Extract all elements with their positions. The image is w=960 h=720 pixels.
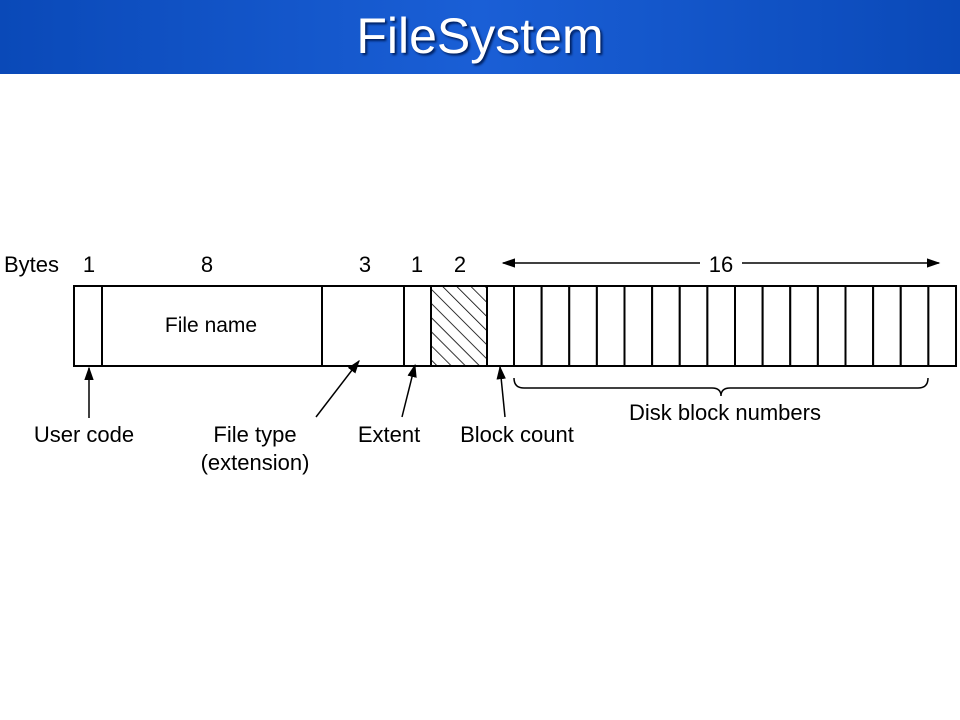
extent-arrow xyxy=(401,363,417,418)
title-bar xyxy=(0,0,960,74)
field-file-type xyxy=(321,285,405,367)
disk-block-cell xyxy=(623,285,654,367)
field-extent xyxy=(403,285,432,367)
size-label-extent: 1 xyxy=(411,252,423,277)
size-label-user-code: 1 xyxy=(83,252,95,277)
size-label-file-type: 3 xyxy=(359,252,371,277)
field-file-name xyxy=(101,285,323,367)
disk-block-cell xyxy=(734,285,764,367)
file-type-label: File type xyxy=(213,422,296,447)
file-type-extension-label: (extension) xyxy=(201,450,310,475)
disk-block-cells xyxy=(513,285,958,367)
disk-block-cell xyxy=(816,285,847,367)
disk-block-cell xyxy=(651,285,681,367)
disk-block-cell xyxy=(899,285,930,367)
bytes-label: Bytes xyxy=(4,252,59,277)
disk-block-cell xyxy=(678,285,709,367)
size-label-disk-blocks: 16 xyxy=(709,252,733,277)
disk-blocks-brace xyxy=(513,377,929,397)
disk-block-cell xyxy=(568,285,598,367)
disk-block-cell xyxy=(844,285,875,367)
disk-block-cell xyxy=(595,285,626,367)
field-block-count xyxy=(486,285,515,367)
size-label-block-count: 2 xyxy=(454,252,466,277)
user-code-label: User code xyxy=(34,422,134,447)
file-type-arrow xyxy=(315,359,360,418)
disk-block-cell xyxy=(706,285,737,367)
disk-block-cell xyxy=(513,285,543,367)
size-label-file-name: 8 xyxy=(201,252,213,277)
block-count-label: Block count xyxy=(460,422,574,447)
extent-label: Extent xyxy=(358,422,420,447)
slide-title: FileSystem xyxy=(356,8,604,64)
file-name-label: File name xyxy=(165,314,257,337)
disk-block-cell xyxy=(872,285,902,367)
disk-block-cell xyxy=(927,285,958,367)
field-user-code xyxy=(73,285,103,367)
block-count-arrow xyxy=(496,365,506,418)
disk-block-cell xyxy=(540,285,571,367)
disk-block-numbers-label: Disk block numbers xyxy=(629,400,821,425)
disk-block-cell xyxy=(761,285,792,367)
field-reserved-hatched xyxy=(430,285,488,367)
disk-block-cell xyxy=(789,285,819,367)
